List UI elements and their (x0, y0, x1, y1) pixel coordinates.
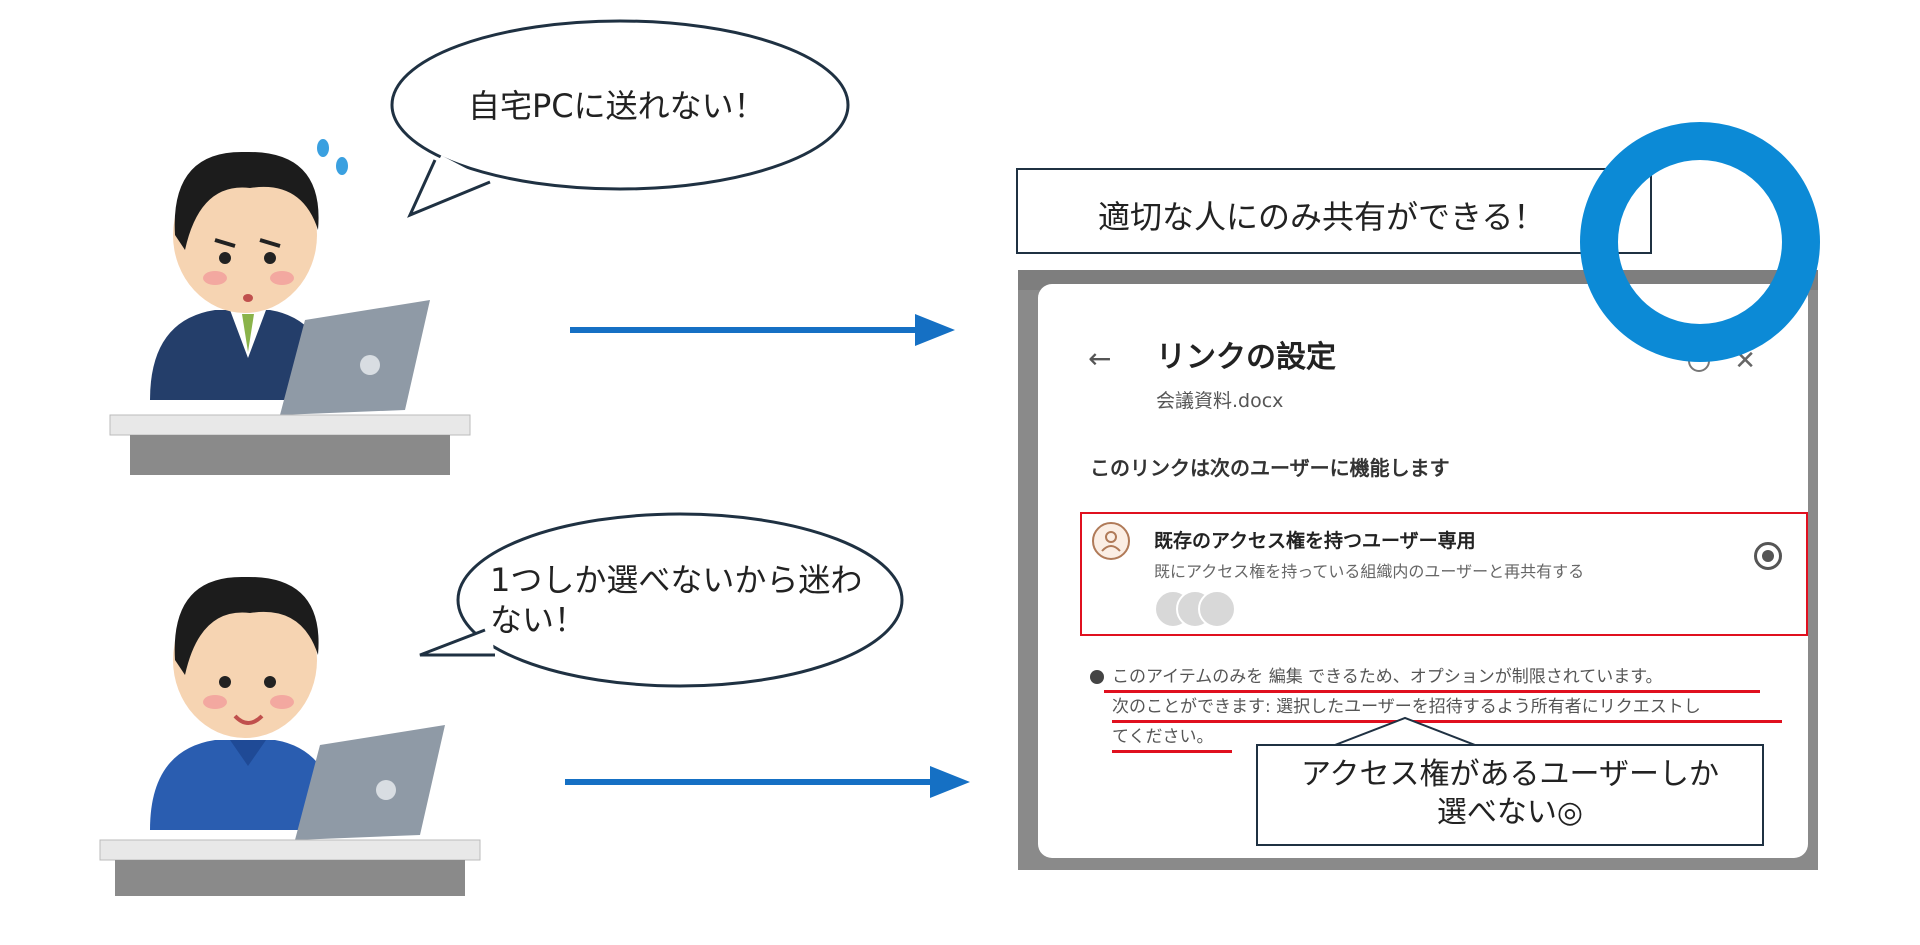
person-illustration-smiling (90, 520, 510, 900)
person-glyph (1101, 531, 1121, 552)
callout-bottom-text: アクセス権があるユーザーしか 選べない◎ (1258, 756, 1762, 832)
bubble-text-top: 自宅PCに送れない！ (468, 87, 766, 125)
notice-line-3: てください。 (1112, 727, 1214, 747)
avatar-group (1154, 590, 1236, 628)
callout-bottom: アクセス権があるユーザーしか 選べない◎ (1256, 744, 1764, 846)
notice-line-1: このアイテムのみを 編集 できるため、オプションが制限されています。 (1112, 667, 1663, 687)
option-existing-access-users[interactable]: 既存のアクセス権を持つユーザー専用 既にアクセス権を持っている組織内のユーザーと… (1080, 512, 1808, 636)
callout-bottom-line1: アクセス権があるユーザーしか (1301, 757, 1719, 792)
section-heading: このリンクは次のユーザーに機能します (1090, 456, 1450, 480)
callout-bottom-line2: 選べない◎ (1436, 795, 1584, 830)
arrow-right-bottom (565, 766, 970, 798)
person-icon (1092, 522, 1130, 560)
back-arrow-icon[interactable]: ← (1088, 342, 1112, 375)
callout-top: 適切な人にのみ共有ができる！ (1016, 168, 1652, 254)
smiling-worker-icon (99, 576, 481, 896)
approval-circle-icon (1580, 122, 1820, 362)
bubble-text-bottom-line2: ない！ (490, 601, 587, 639)
speech-bubble-top (390, 19, 850, 218)
person-illustration-worried (90, 100, 510, 480)
dialog-file-name: 会議資料.docx (1156, 390, 1284, 412)
red-underline (1112, 720, 1782, 723)
red-underline (1112, 750, 1232, 753)
radio-dot (1762, 550, 1774, 562)
avatar (1198, 590, 1236, 628)
red-underline (1104, 690, 1760, 693)
bubble-text-bottom: 1つしか選べないから迷わ ない！ (490, 560, 862, 640)
dialog-title: リンクの設定 (1156, 340, 1336, 375)
bubble-text-bottom-line1: 1つしか選べないから迷わ (490, 561, 863, 599)
arrow-right-top (570, 314, 955, 346)
radio-selected-icon[interactable] (1754, 542, 1782, 570)
callout-top-text: 適切な人にのみ共有ができる！ (1098, 198, 1546, 236)
worried-businessman-icon (109, 139, 471, 475)
callout-pointer (1330, 716, 1480, 748)
speech-bubble-bottom (419, 512, 904, 688)
notice-line-2: 次のことができます: 選択したユーザーを招待するよう所有者にリクエストし (1112, 697, 1701, 717)
option-description: 既にアクセス権を持っている組織内のユーザーと再共有する (1154, 562, 1585, 581)
alert-icon (1090, 670, 1104, 684)
option-title: 既存のアクセス権を持つユーザー専用 (1154, 530, 1476, 552)
